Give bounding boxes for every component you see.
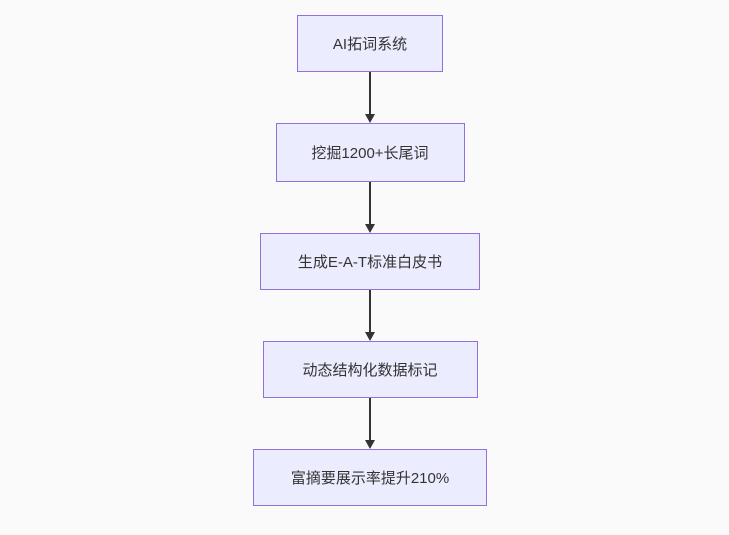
flow-node-structured-data-markup: 动态结构化数据标记 — [262, 341, 478, 398]
flow-node-ai-keyword-system: AI拓词系统 — [297, 15, 443, 72]
arrowhead-down-icon — [365, 224, 375, 233]
edge-line — [369, 182, 371, 224]
arrowhead-down-icon — [365, 332, 375, 341]
flowchart-canvas: AI拓词系统 挖掘1200+长尾词 生成E-A-T标准白皮书 动态结构化数据标记… — [253, 15, 487, 506]
arrowhead-down-icon — [365, 114, 375, 123]
arrowhead-down-icon — [365, 440, 375, 449]
flow-node-eat-whitepaper: 生成E-A-T标准白皮书 — [260, 233, 480, 290]
edge-arrow-2 — [365, 182, 375, 233]
edge-line — [369, 398, 371, 440]
edge-arrow-4 — [365, 398, 375, 449]
edge-line — [369, 72, 371, 114]
flow-node-rich-snippet-result: 富摘要展示率提升210% — [253, 449, 487, 506]
edge-arrow-3 — [365, 290, 375, 341]
edge-arrow-1 — [365, 72, 375, 123]
edge-line — [369, 290, 371, 332]
flow-node-longtail-mining: 挖掘1200+长尾词 — [275, 123, 465, 182]
